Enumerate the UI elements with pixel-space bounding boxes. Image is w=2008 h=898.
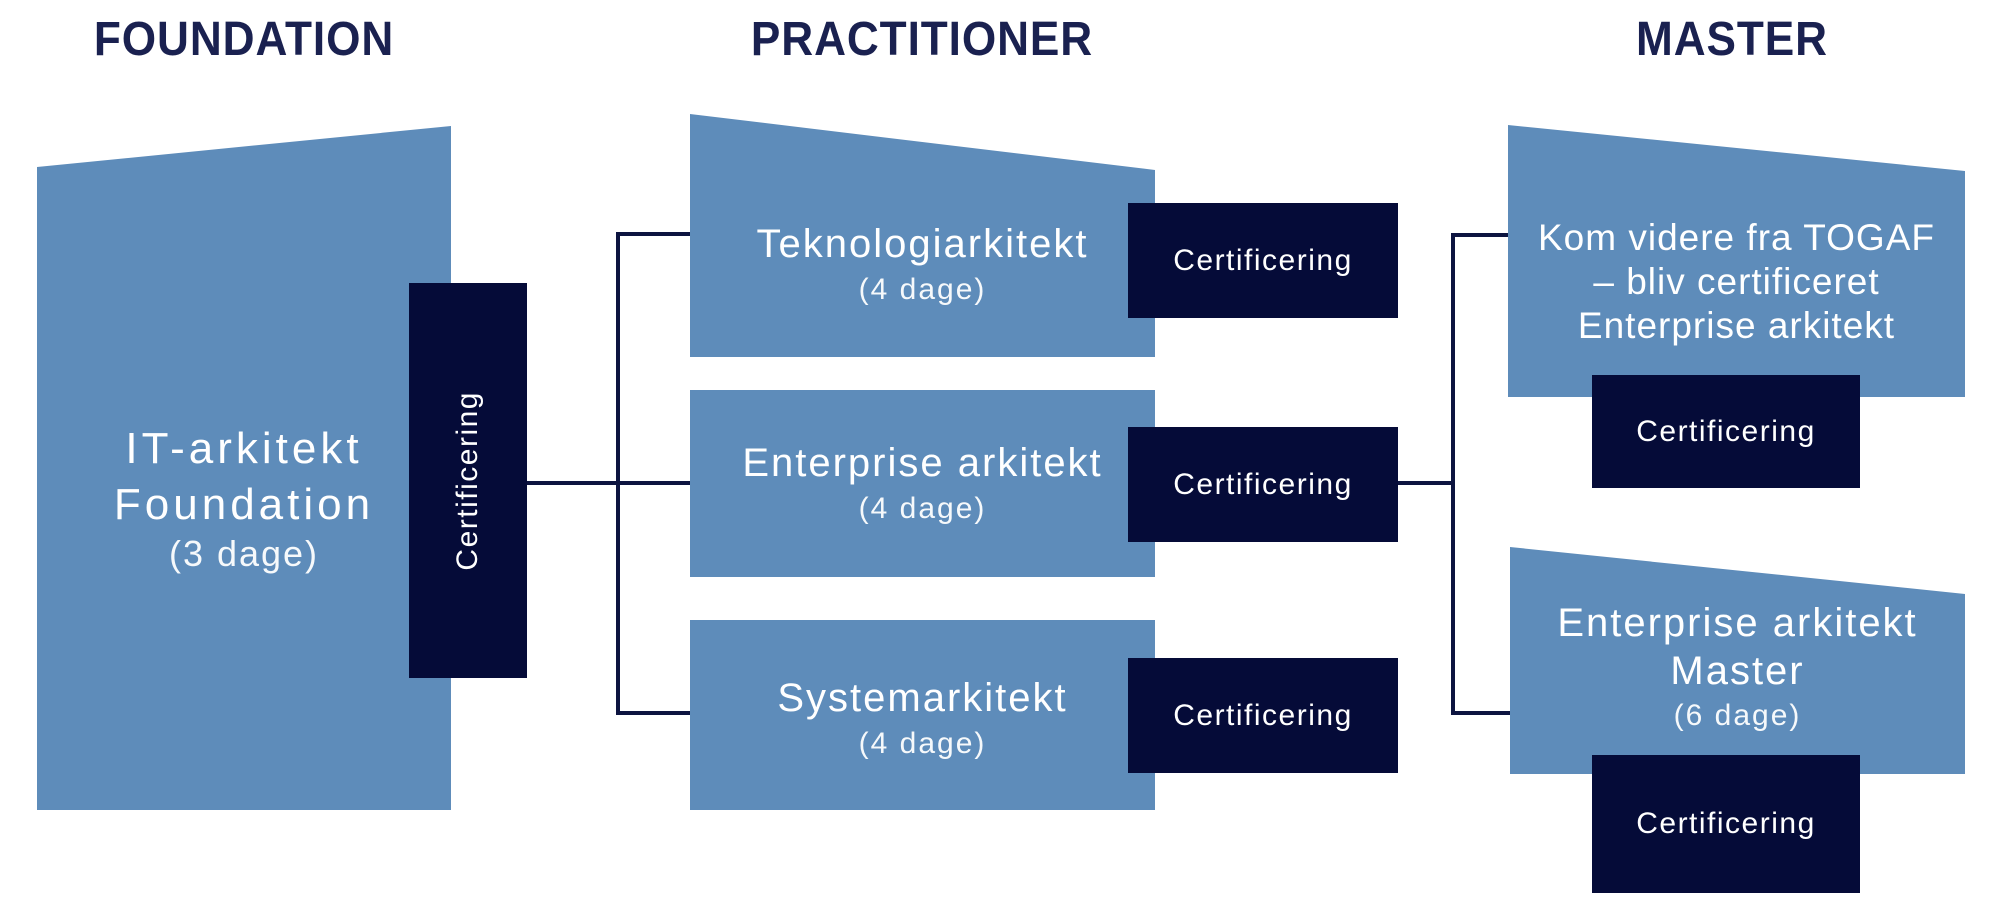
certification-label: Certificering	[451, 390, 484, 571]
course-box-enterprise-arkitekt: Enterprise arkitekt (4 dage)	[690, 390, 1155, 577]
certification-box-systemarkitekt: Certificering	[1128, 658, 1398, 773]
course-duration: (6 dage)	[1673, 698, 1802, 732]
certification-label: Certificering	[1173, 243, 1353, 277]
column-header-master: MASTER	[1636, 13, 1828, 66]
column-header-foundation: FOUNDATION	[93, 13, 395, 66]
course-box-enterprise-arkitekt-master: Enterprise arkitekt Master (6 dage)	[1510, 547, 1965, 774]
column-header-practitioner: PRACTITIONER	[750, 13, 1094, 66]
course-title-line: – bliv certificeret	[1593, 261, 1880, 302]
course-box-systemarkitekt: Systemarkitekt (4 dage)	[690, 620, 1155, 810]
connector-to-systemarkitekt	[616, 711, 692, 715]
connector-to-enterprise-master	[1451, 711, 1512, 715]
course-duration: (3 dage)	[168, 533, 320, 574]
course-duration: (4 dage)	[858, 491, 987, 525]
course-box-it-arkitekt-foundation: IT-arkitekt Foundation (3 dage)	[37, 126, 451, 810]
certification-label: Certificering	[1636, 807, 1816, 840]
course-title-line: Kom videre fra TOGAF	[1538, 217, 1935, 258]
certification-label: Certificering	[1173, 698, 1353, 732]
certification-box-togaf: Certificering	[1592, 375, 1860, 488]
certification-box-foundation: Certificering	[409, 283, 527, 678]
course-box-togaf-enterprise-arkitekt: Kom videre fra TOGAF – bliv certificeret…	[1508, 125, 1965, 397]
course-title: Enterprise arkitekt	[742, 440, 1103, 485]
course-box-teknologiarkitekt: Teknologiarkitekt (4 dage)	[690, 114, 1155, 357]
connector-enterprise-to-master	[1398, 481, 1455, 485]
course-title-line: Foundation	[113, 480, 375, 529]
certification-label: Certificering	[1636, 414, 1816, 448]
certification-box-enterprise-arkitekt: Certificering	[1128, 427, 1398, 542]
course-duration: (4 dage)	[858, 727, 987, 760]
connector-to-teknologiarkitekt	[616, 232, 692, 236]
course-title-line: Enterprise arkitekt	[1577, 305, 1896, 346]
course-title-line: Enterprise arkitekt	[1557, 600, 1918, 645]
connector-foundation-to-enterprise	[527, 481, 692, 485]
certification-label: Certificering	[1173, 467, 1353, 501]
connector-practitioner-vertical	[616, 232, 620, 715]
connector-master-vertical	[1451, 233, 1455, 715]
course-title-line: IT-arkitekt	[125, 424, 363, 473]
course-title-line: Master	[1670, 648, 1805, 693]
course-duration: (4 dage)	[858, 272, 987, 306]
certification-box-enterprise-arkitekt-master: Certificering	[1592, 755, 1860, 893]
certification-box-teknologiarkitekt: Certificering	[1128, 203, 1398, 318]
course-title: Systemarkitekt	[777, 676, 1068, 720]
connector-to-togaf-box	[1451, 233, 1510, 237]
course-title: Teknologiarkitekt	[756, 221, 1089, 266]
